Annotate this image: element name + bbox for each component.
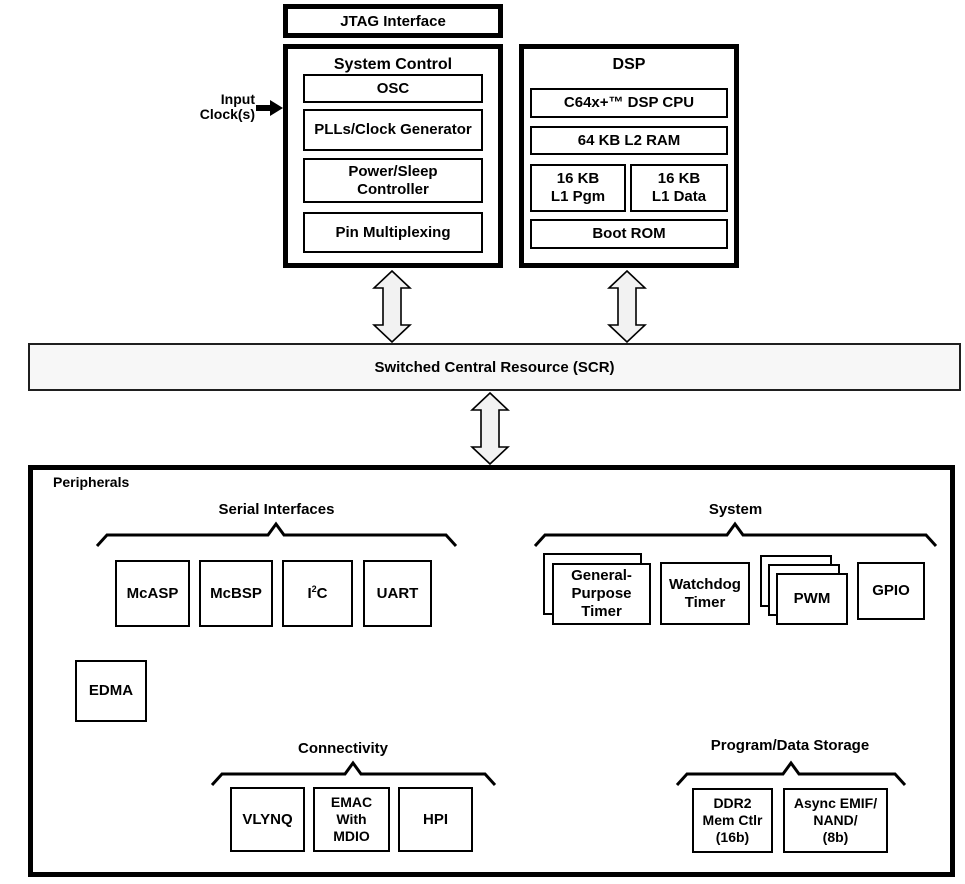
system-control-box: System Control OSC PLLs/Clock Generator … [283,44,503,268]
pwm-box: PWM [776,573,848,625]
brace-icon [533,521,938,548]
uart-box: UART [363,560,432,627]
dsp-box: DSP C64x+™ DSP CPU 64 KB L2 RAM 16 KB L1… [519,44,739,268]
system-control-title: System Control [333,56,453,73]
general-purpose-timer-box: General- Purpose Timer [552,563,651,625]
peripherals-label: Peripherals [53,474,130,490]
jtag-interface-label: JTAG Interface [340,12,446,30]
edma-box: EDMA [75,660,147,722]
right-arrow-icon [256,100,283,116]
brace-icon [95,521,458,548]
updown-arrow-icon [607,270,647,343]
vlynq-box: VLYNQ [230,787,305,852]
l1-pgm-box: 16 KB L1 Pgm [530,164,626,212]
l1-data-box: 16 KB L1 Data [630,164,728,212]
scr-label: Switched Central Resource (SCR) [374,358,615,376]
hpi-box: HPI [398,787,473,852]
dsp-cpu-box: C64x+™ DSP CPU [530,88,728,118]
dsp-title: DSP [612,56,646,73]
peripherals-box: Peripherals Serial Interfaces McASP McBS… [28,465,955,877]
async-emif-nand-box: Async EMIF/ NAND/ (8b) [783,788,888,853]
plls-clock-generator-box: PLLs/Clock Generator [303,109,483,151]
scr-bar: Switched Central Resource (SCR) [28,343,961,391]
power-sleep-controller-box: Power/Sleep Controller [303,158,483,203]
system-group-title: System [708,501,763,518]
l2-ram-box: 64 KB L2 RAM [530,126,728,155]
pwm-stack: PWM [760,555,849,626]
brace-icon [210,760,497,787]
pin-multiplexing-box: Pin Multiplexing [303,212,483,253]
brace-icon [675,760,907,787]
emac-box: EMAC With MDIO [313,787,390,852]
program-data-storage-title: Program/Data Storage [710,737,870,754]
i2c-box: I2C [282,560,353,627]
connectivity-title: Connectivity [297,740,388,757]
osc-box: OSC [303,74,483,103]
input-clock-label: Input Clock(s) [199,91,255,122]
jtag-interface-box: JTAG Interface [283,4,503,38]
serial-interfaces-title: Serial Interfaces [218,501,335,518]
boot-rom-box: Boot ROM [530,219,728,249]
mcbsp-box: McBSP [199,560,273,627]
watchdog-timer-box: Watchdog Timer [660,562,750,625]
updown-arrow-icon [372,270,412,343]
general-purpose-timer-stack: General- Purpose Timer [543,553,651,625]
ddr2-mem-ctlr-box: DDR2 Mem Ctlr (16b) [692,788,773,853]
mcasp-box: McASP [115,560,190,627]
updown-arrow-icon [470,392,510,465]
gpio-box: GPIO [857,562,925,620]
